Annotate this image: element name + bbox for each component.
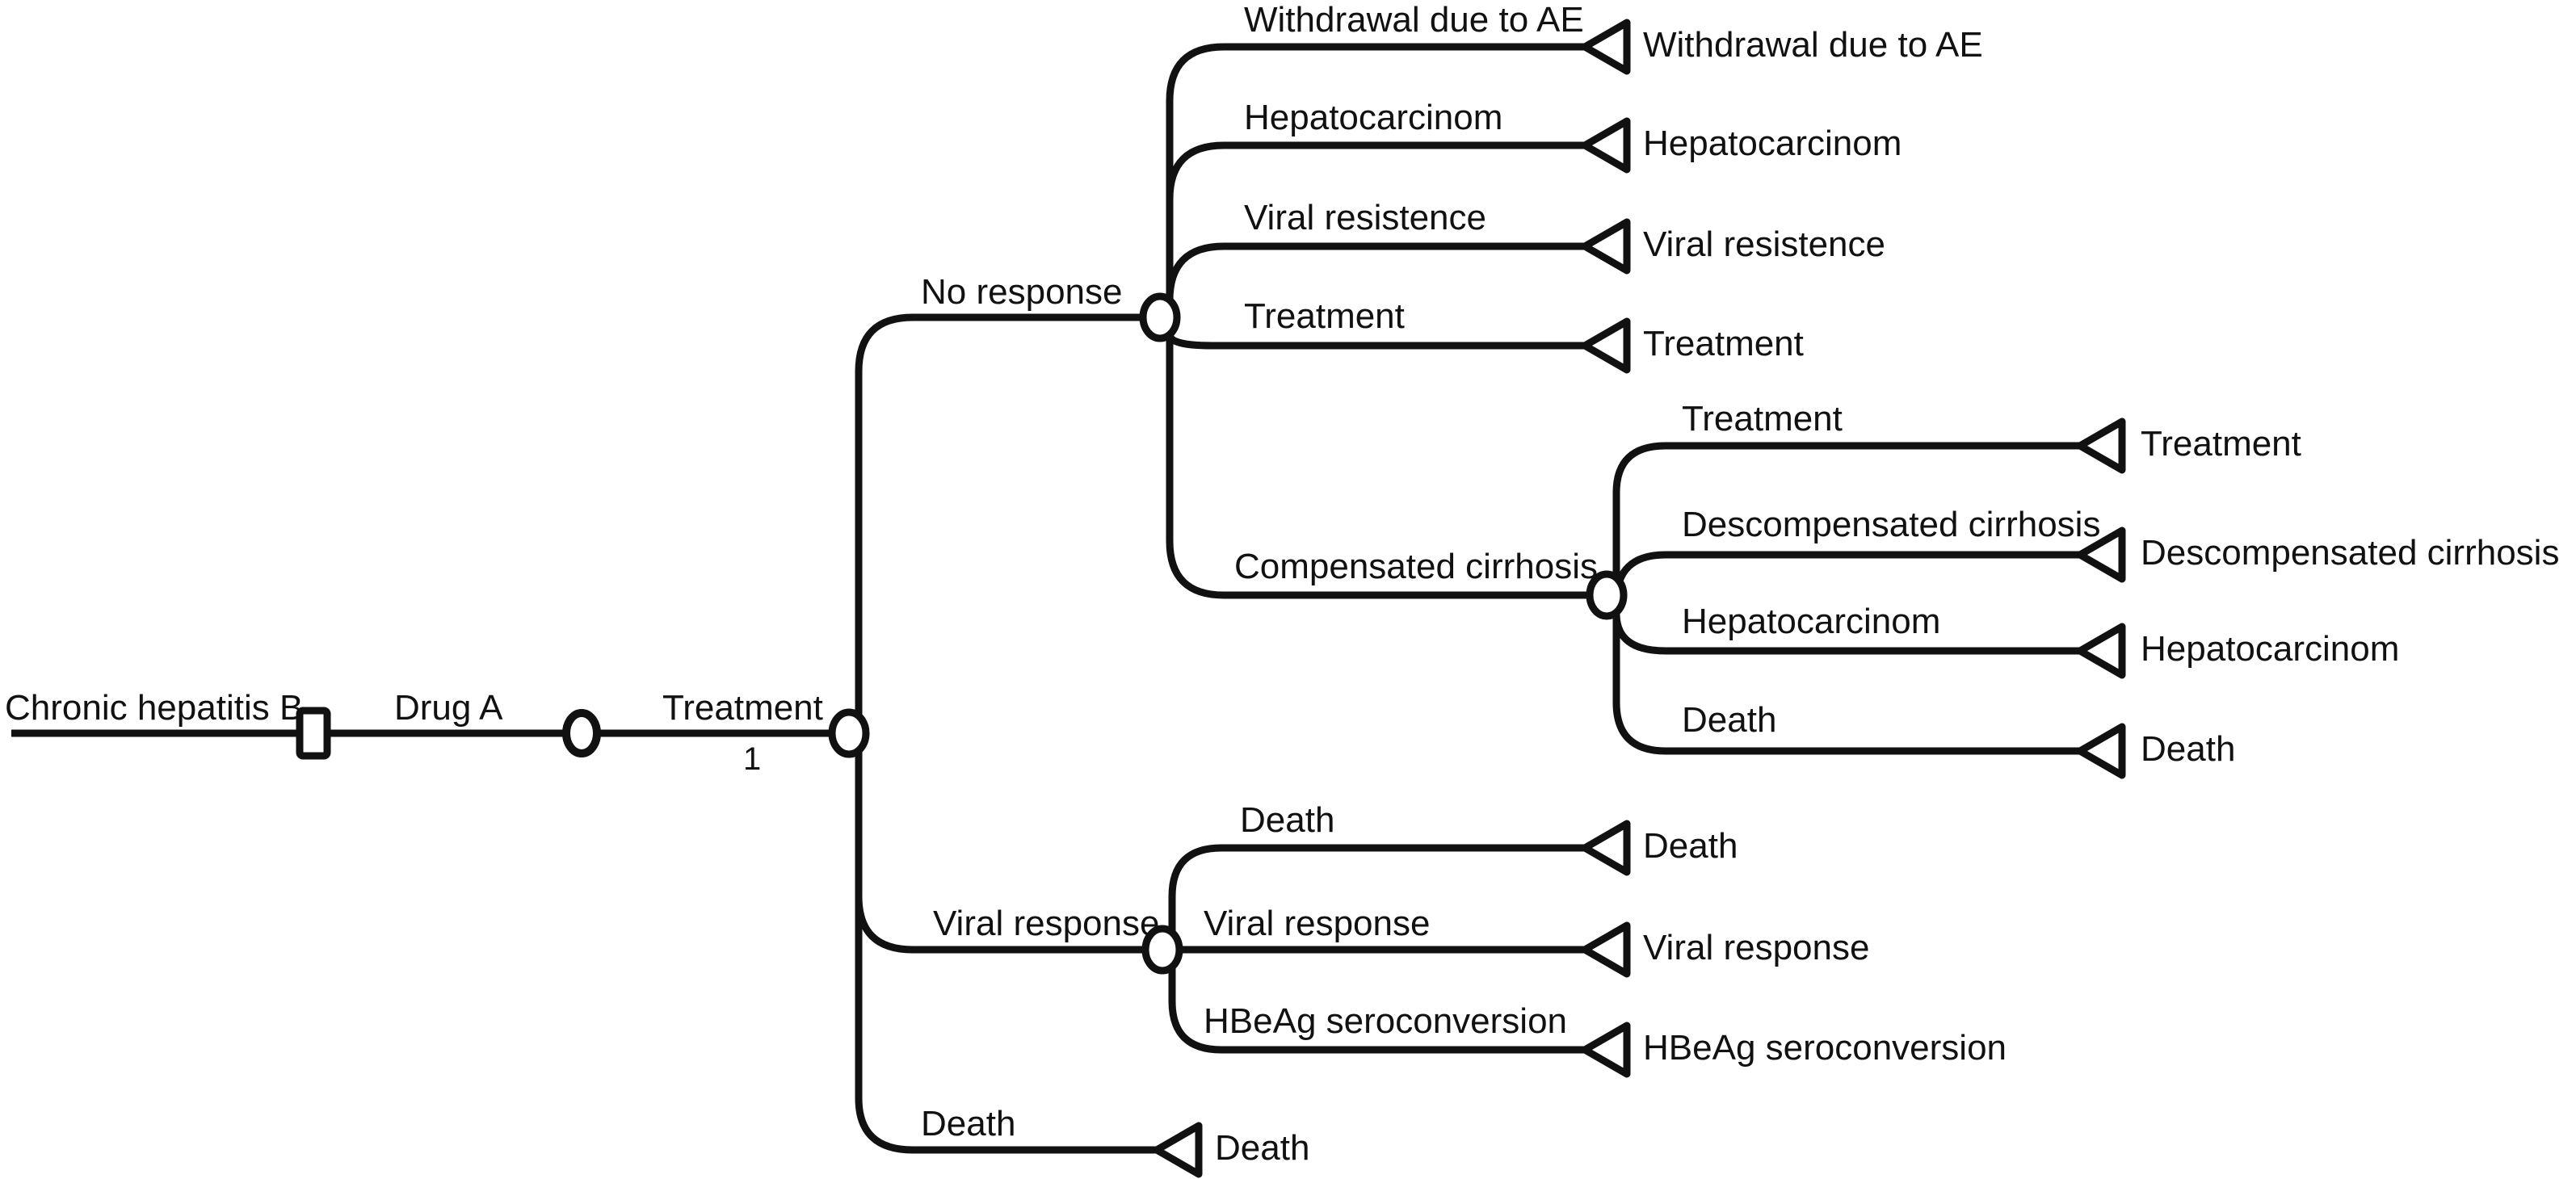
edge-label-death-cc: Death bbox=[1682, 700, 1777, 740]
terminal-node-hepatocarcinom-icon[interactable] bbox=[1581, 117, 1631, 174]
terminal-label-descompensated-cirrhosis: Descompensated cirrhosis bbox=[2141, 533, 2560, 573]
edge-label-treatment-nr: Treatment bbox=[1244, 296, 1405, 336]
edge-label-drug-a: Drug A bbox=[394, 688, 503, 728]
terminal-label-treatment-cc: Treatment bbox=[2141, 424, 2301, 464]
edge-main-to-no-response bbox=[855, 313, 1159, 733]
edge-label-no-response: No response bbox=[921, 272, 1123, 312]
edge-label-hepatocarcinom-cc: Hepatocarcinom bbox=[1682, 602, 1941, 641]
terminal-node-death-vr-icon[interactable] bbox=[1581, 820, 1631, 876]
edge-label-hepatocarcinom: Hepatocarcinom bbox=[1244, 98, 1503, 137]
edge-label-compensated-cirrhosis: Compensated cirrhosis bbox=[1234, 547, 1598, 586]
terminal-node-death-main-icon[interactable] bbox=[1153, 1122, 1203, 1178]
edge-label-death-main: Death bbox=[921, 1104, 1016, 1143]
chance-node-compensated-cirrhosis[interactable] bbox=[1586, 570, 1628, 620]
chance-node-drug-a[interactable] bbox=[562, 709, 601, 757]
edge-cc-to-death bbox=[1612, 595, 2080, 755]
edge-label-treatment-cc: Treatment bbox=[1682, 399, 1843, 438]
edge-label-treatment-main-number: 1 bbox=[743, 741, 762, 777]
terminal-node-treatment-cc-icon[interactable] bbox=[2076, 417, 2126, 474]
chance-node-no-response[interactable] bbox=[1139, 292, 1181, 342]
edge-label-viral-resistence: Viral resistence bbox=[1244, 198, 1486, 237]
terminal-label-hepatocarcinom-cc: Hepatocarcinom bbox=[2141, 629, 2400, 669]
chance-node-viral-response[interactable] bbox=[1141, 925, 1183, 975]
edge-label-viral-response-child: Viral response bbox=[1204, 904, 1431, 943]
chance-node-treatment-main[interactable] bbox=[828, 708, 870, 758]
terminal-label-death-main: Death bbox=[1215, 1128, 1310, 1168]
edge-vr-to-hbeag bbox=[1168, 950, 1585, 1054]
root-label: Chronic hepatitis B bbox=[5, 688, 304, 728]
terminal-node-hepatocarcinom-cc-icon[interactable] bbox=[2076, 623, 2126, 679]
terminal-label-viral-resistence: Viral resistence bbox=[1643, 224, 1885, 264]
edge-cc-to-treatment bbox=[1612, 442, 2080, 595]
edge-main-to-death bbox=[855, 733, 1157, 1154]
terminal-label-hbeag-seroconversion: HBeAg seroconversion bbox=[1643, 1028, 2007, 1068]
edge-label-death-vr: Death bbox=[1240, 800, 1335, 840]
terminal-node-treatment-icon[interactable] bbox=[1581, 317, 1631, 374]
edge-nr-to-compensated-cirrhosis bbox=[1166, 317, 1595, 599]
edge-nr-to-hepatocarcinom bbox=[1166, 141, 1585, 317]
edge-cc-to-descompensated bbox=[1612, 551, 2080, 606]
edge-vr-to-death bbox=[1168, 844, 1585, 950]
terminal-label-hepatocarcinom: Hepatocarcinom bbox=[1643, 124, 1902, 163]
edge-nr-to-viral-resistence bbox=[1166, 242, 1585, 317]
terminal-node-descompensated-cirrhosis-icon[interactable] bbox=[2076, 527, 2126, 583]
edge-label-viral-response: Viral response bbox=[933, 904, 1160, 943]
terminal-node-hbeag-seroconversion-icon[interactable] bbox=[1581, 1022, 1631, 1078]
edge-nr-to-withdrawal bbox=[1166, 43, 1585, 317]
terminal-label-death-vr: Death bbox=[1643, 826, 1738, 866]
terminal-label-treatment: Treatment bbox=[1643, 324, 1804, 363]
terminal-node-viral-response-icon[interactable] bbox=[1581, 921, 1631, 978]
terminal-label-death-cc: Death bbox=[2141, 729, 2236, 769]
terminal-node-viral-resistence-icon[interactable] bbox=[1581, 218, 1631, 275]
terminal-node-death-cc-icon[interactable] bbox=[2076, 723, 2126, 779]
terminal-node-withdrawal-ae-icon[interactable] bbox=[1581, 19, 1631, 75]
edge-label-descompensated-cirrhosis: Descompensated cirrhosis bbox=[1682, 505, 2101, 544]
edge-label-withdrawal-ae: Withdrawal due to AE bbox=[1244, 0, 1584, 40]
edge-label-hbeag-seroconversion: HBeAg seroconversion bbox=[1204, 1001, 1568, 1041]
terminal-label-viral-response: Viral response bbox=[1643, 928, 1870, 967]
decision-node-square[interactable] bbox=[296, 707, 331, 760]
terminal-label-withdrawal-ae: Withdrawal due to AE bbox=[1643, 25, 1983, 65]
edge-label-treatment-main: Treatment bbox=[662, 688, 823, 728]
